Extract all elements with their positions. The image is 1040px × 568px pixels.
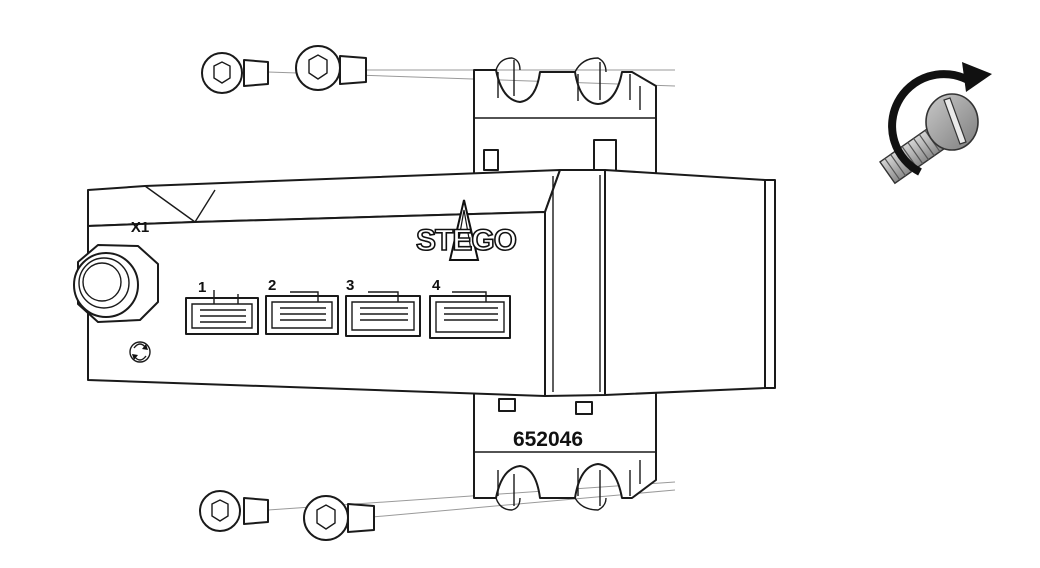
port-label: 3 [346,277,354,294]
x1-connector: X1 [73,219,159,323]
port-label: 4 [432,277,441,294]
port-3: 3 [345,277,421,337]
mounting-bracket-top [473,57,657,181]
rotate-clockwise-screw-icon [879,62,992,185]
distribution-box-housing [87,169,776,397]
screw-bottom-right [303,495,375,541]
port-group: 1 2 3 4 [185,277,511,339]
port-label: 1 [198,279,206,296]
brand-logo: STEGO [415,199,518,261]
mounting-bracket-bottom: 652046 [473,389,657,511]
screw-bottom-left [199,490,269,532]
port-2: 2 [265,277,339,335]
brand-logo-text: STEGO [416,224,517,257]
port-4: 4 [429,277,511,339]
part-number-label: 652046 [513,428,583,451]
port-label: 2 [268,277,276,294]
screw-top-right [295,45,367,91]
circular-arrows-symbol-icon [129,341,151,363]
port-1: 1 [185,279,259,335]
connector-label: X1 [131,219,149,236]
screw-top-left [201,52,269,94]
